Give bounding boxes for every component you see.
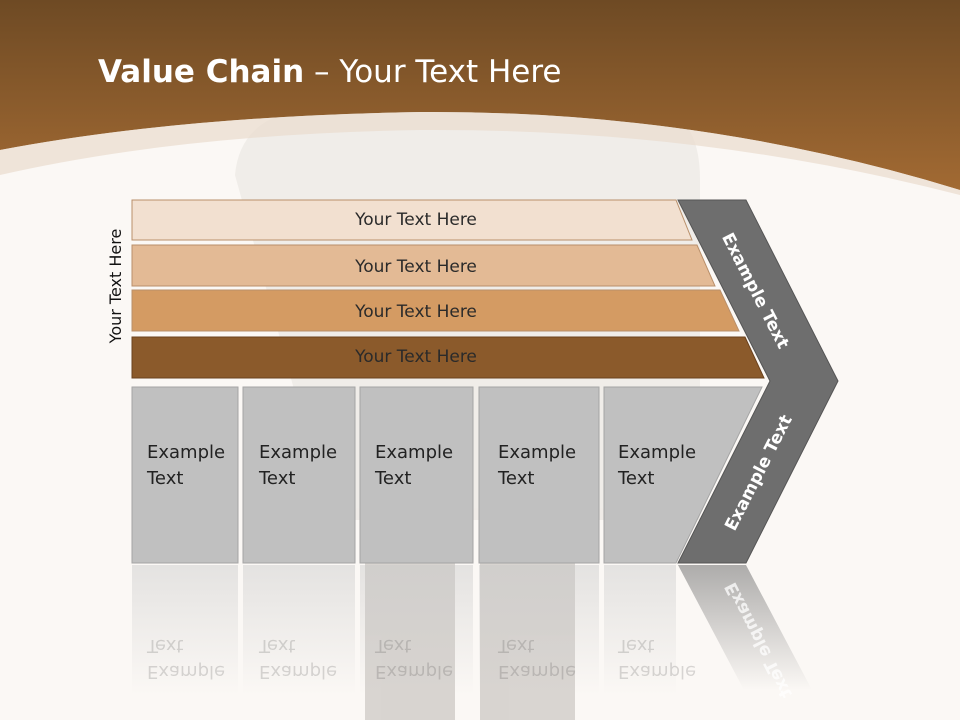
- primary-columns: [131, 386, 763, 564]
- column-5-line1: Example: [618, 442, 697, 463]
- column-reflection-text-2: Example Text: [259, 632, 337, 684]
- column-text-5: Example Text: [618, 440, 696, 492]
- column-3-line1: Example: [375, 442, 454, 463]
- column-text-4: Example Text: [498, 440, 576, 492]
- column-4-line1: Example: [498, 442, 577, 463]
- column-text-1: Example Text: [147, 440, 225, 492]
- support-bar-2: [131, 244, 716, 287]
- support-bar-label-4: Your Text Here: [354, 347, 477, 367]
- header-band: [0, 0, 960, 190]
- header-wave-highlight: [0, 111, 960, 195]
- primary-column-4: [478, 386, 600, 564]
- primary-column-1: [131, 386, 239, 564]
- column-3-reflect-line1: Example: [375, 661, 454, 682]
- support-bars: Your Text Here Your Text Here Your Text …: [131, 199, 765, 379]
- column-reflection-text-3: Example Text: [375, 632, 453, 684]
- column-reflection-text-5: Example Text: [618, 632, 696, 684]
- title-rest: – Your Text Here: [304, 54, 562, 90]
- column-1-line2: Text: [147, 468, 184, 489]
- title-strong: Value Chain: [98, 54, 305, 90]
- column-reflections: [132, 565, 812, 695]
- support-bar-label-1: Your Text Here: [354, 210, 477, 230]
- column-1-reflect-line2: Text: [147, 635, 184, 656]
- column-1-line1: Example: [147, 442, 226, 463]
- primary-column-3: [359, 386, 474, 564]
- support-bar-3: [131, 289, 740, 332]
- column-2-reflect-line1: Example: [259, 661, 338, 682]
- primary-column-2: [242, 386, 356, 564]
- column-5-reflect-line2: Text: [618, 635, 655, 656]
- primary-column-5: [603, 386, 763, 564]
- column-3-reflect-line2: Text: [375, 635, 412, 656]
- column-reflection-text-1: Example Text: [147, 632, 225, 684]
- chevron-shape: [677, 199, 839, 564]
- column-5-line2: Text: [618, 468, 655, 489]
- column-5-reflect-line1: Example: [618, 661, 697, 682]
- column-4-reflect-line2: Text: [498, 635, 535, 656]
- column-4-reflect-line1: Example: [498, 661, 577, 682]
- column-text-2: Example Text: [259, 440, 337, 492]
- column-text-3: Example Text: [375, 440, 453, 492]
- column-2-reflect-line2: Text: [259, 635, 296, 656]
- column-4-line2: Text: [498, 468, 535, 489]
- support-bar-label-2: Your Text Here: [354, 257, 477, 277]
- column-2-line1: Example: [259, 442, 338, 463]
- support-bar-4: [131, 336, 765, 379]
- support-bar-1: [131, 199, 693, 241]
- column-2-line2: Text: [259, 468, 296, 489]
- column-3-line2: Text: [375, 468, 412, 489]
- column-1-reflect-line1: Example: [147, 661, 226, 682]
- column-reflection-text-4: Example Text: [498, 632, 576, 684]
- slide-title: Value Chain – Your Text Here: [98, 52, 561, 92]
- support-bar-label-3: Your Text Here: [354, 302, 477, 322]
